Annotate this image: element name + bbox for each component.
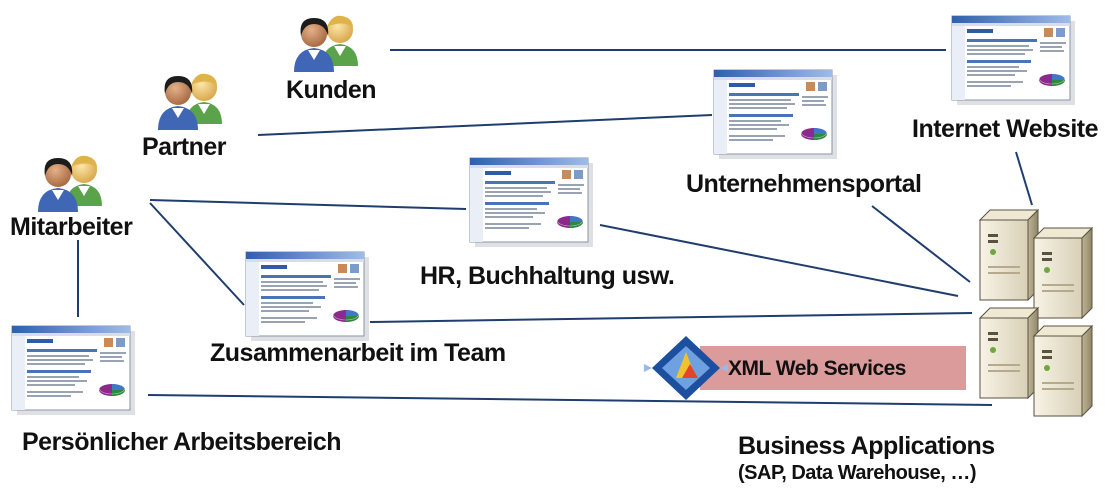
team-screenshot-icon (245, 251, 370, 342)
partner-people-icon (158, 73, 222, 130)
business-applications-sublabel: (SAP, Data Warehouse, …) (738, 462, 977, 484)
line-mitarbeiter-team (149, 202, 245, 306)
line-team-server (369, 312, 973, 323)
line-persoenlich-server (147, 394, 993, 406)
team-label: Zusammenarbeit im Team (210, 339, 506, 367)
business-applications-label: Business Applications (738, 432, 995, 460)
hr-label: HR, Buchhaltung usw. (420, 262, 675, 290)
internet-website-label: Internet Website (912, 115, 1099, 143)
xml-diamond-icon (644, 336, 728, 400)
line-portal-server (871, 205, 971, 283)
internet-website-screenshot-icon (951, 15, 1076, 106)
unternehmensportal-screenshot-icon (713, 69, 838, 160)
kunden-people-icon (294, 15, 358, 72)
line-hr-server (599, 224, 959, 297)
line-website-server (1015, 151, 1033, 206)
line-mitarbeiter-hr (149, 199, 467, 210)
persoenlich-label: Persönlicher Arbeitsbereich (22, 428, 342, 456)
xml-web-services-banner (700, 346, 966, 390)
mitarbeiter-label: Mitarbeiter (10, 213, 133, 241)
line-partner-portal (257, 114, 713, 136)
xml-web-services-label: XML Web Services (728, 357, 906, 380)
persoenlich-screenshot-icon (11, 325, 136, 416)
kunden-label: Kunden (286, 76, 377, 104)
hr-screenshot-icon (469, 157, 594, 248)
connection-lines (77, 49, 1033, 406)
unternehmensportal-label: Unternehmensportal (686, 170, 922, 198)
business-applications-server-icon (979, 209, 1093, 417)
partner-label: Partner (142, 133, 227, 161)
mitarbeiter-people-icon (38, 155, 102, 212)
